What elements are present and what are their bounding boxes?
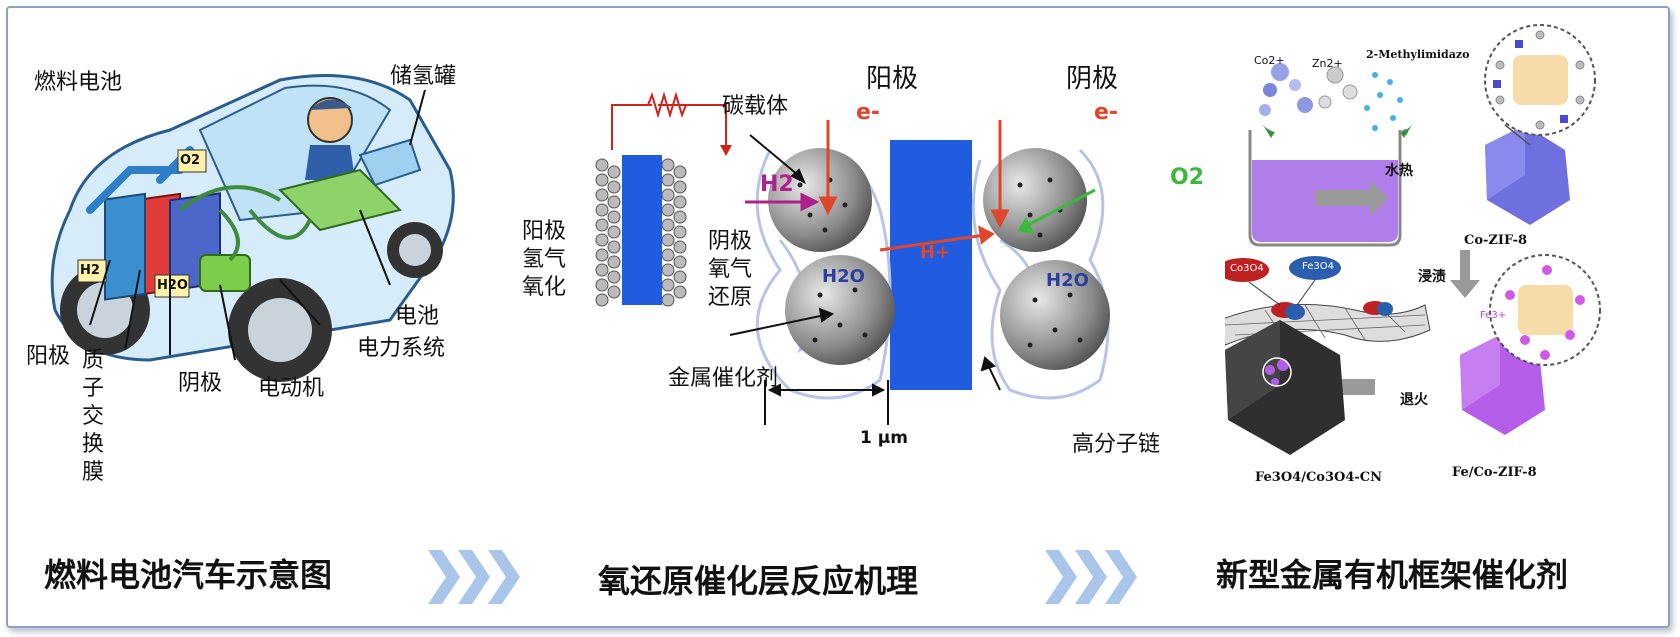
tag-fe3o4: Fe3O4 (1302, 261, 1334, 272)
cathode-line-2: 氧气 (708, 257, 753, 282)
cathode-line-1: 阴极 (708, 229, 753, 254)
caption-mof-catalyst: 新型金属有机框架催化剂 (1216, 556, 1569, 594)
anode-line-1: 阳极 (522, 219, 567, 244)
step-hydrothermal: 水热 (1385, 163, 1413, 179)
label-anode-car: 阳极 (26, 344, 71, 369)
step-impregnate: 浸渍 (1418, 269, 1446, 285)
caption-orr-mechanism: 氧还原催化层反应机理 (598, 562, 919, 600)
tag-fe3: Fe3+ (1480, 310, 1507, 321)
mof-synthesis-diagram (1225, 24, 1601, 455)
scale-bar-label: 1 μm (860, 428, 908, 448)
product-fe-co-zif8: Fe/Co-ZIF-8 (1452, 465, 1537, 480)
car-chip-h2o: H2O (157, 278, 188, 293)
caption-fuel-cell-car: 燃料电池汽车示意图 (44, 556, 333, 594)
orr-diagram (595, 91, 1110, 425)
chevron-arrow-icon (428, 550, 520, 604)
chevron-arrow-icon (1045, 550, 1137, 604)
cathode-line-3: 还原 (708, 285, 753, 310)
label-motor: 电动机 (258, 376, 325, 401)
reagent-zn: Zn2+ (1312, 57, 1343, 70)
species-e-anode: e- (856, 100, 881, 125)
species-h2o-cathode: H2O (1046, 270, 1089, 291)
species-h2: H2 (760, 172, 794, 197)
step-anneal: 退火 (1400, 392, 1428, 408)
reagent-co: Co2+ (1254, 54, 1285, 67)
orr-cathode-title: 阴极 (1066, 64, 1119, 94)
tag-co3o4: Co3O4 (1230, 263, 1264, 274)
label-anode-h2-oxidation: 阳极 氢气 氧化 (522, 218, 566, 302)
product-final-catalyst: Fe3O4/Co3O4-CN (1255, 470, 1383, 485)
label-metal-catalyst: 金属催化剂 (668, 366, 779, 391)
species-e-cathode: e- (1094, 100, 1119, 125)
species-h-plus: H+ (920, 242, 951, 263)
car-illustration (50, 74, 455, 382)
anode-line-3: 氧化 (522, 275, 567, 300)
label-proton-exchange-membrane: 质子交换膜 (82, 348, 105, 485)
label-cathode-o2-reduction: 阴极 氧气 还原 (708, 228, 752, 312)
car-title: 燃料电池 (34, 70, 123, 95)
car-chip-h2: H2 (80, 263, 100, 278)
label-battery: 电池 (395, 304, 440, 329)
label-power-system: 电力系统 (357, 336, 446, 361)
car-chip-o2: O2 (180, 153, 201, 168)
label-carbon-support: 碳载体 (722, 94, 789, 119)
product-co-zif8: Co-ZIF-8 (1464, 233, 1528, 248)
anode-line-2: 氢气 (522, 247, 567, 272)
label-hydrogen-tank: 储氢罐 (390, 64, 457, 89)
label-polymer-chain: 高分子链 (1072, 432, 1161, 457)
reagent-methylimidazole: 2-Methylimidazo (1366, 48, 1470, 61)
orr-anode-title: 阳极 (866, 64, 919, 94)
species-o2: O2 (1170, 165, 1205, 190)
species-h2o-anode: H2O (822, 266, 865, 287)
label-cathode-car: 阴极 (178, 371, 223, 396)
